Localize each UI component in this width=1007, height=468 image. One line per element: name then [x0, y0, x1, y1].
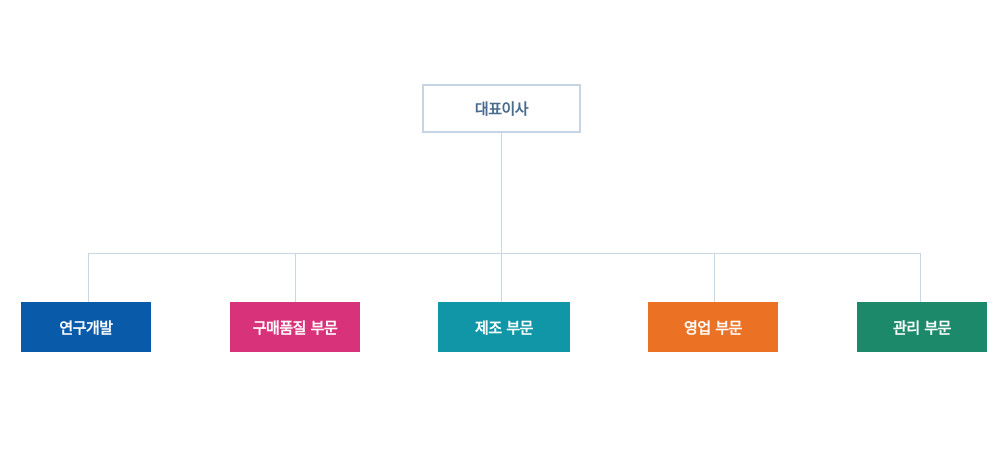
ceo-node: 대표이사 — [422, 84, 581, 133]
dept-node-label: 관리 부문 — [893, 318, 951, 337]
dept-node-label: 구매품질 부문 — [252, 318, 338, 337]
dept-node-purchasing-quality: 구매품질 부문 — [230, 302, 360, 352]
dept-node-management: 관리 부문 — [857, 302, 987, 352]
dept-node-label: 제조 부문 — [475, 318, 533, 337]
dept-node-sales: 영업 부문 — [648, 302, 778, 352]
dept-node-label: 영업 부문 — [684, 318, 742, 337]
dept-node-label: 연구개발 — [59, 318, 113, 337]
ceo-node-label: 대표이사 — [474, 100, 529, 118]
dept-node-manufacturing: 제조 부문 — [438, 302, 570, 352]
dept-node-rnd: 연구개발 — [21, 302, 151, 352]
